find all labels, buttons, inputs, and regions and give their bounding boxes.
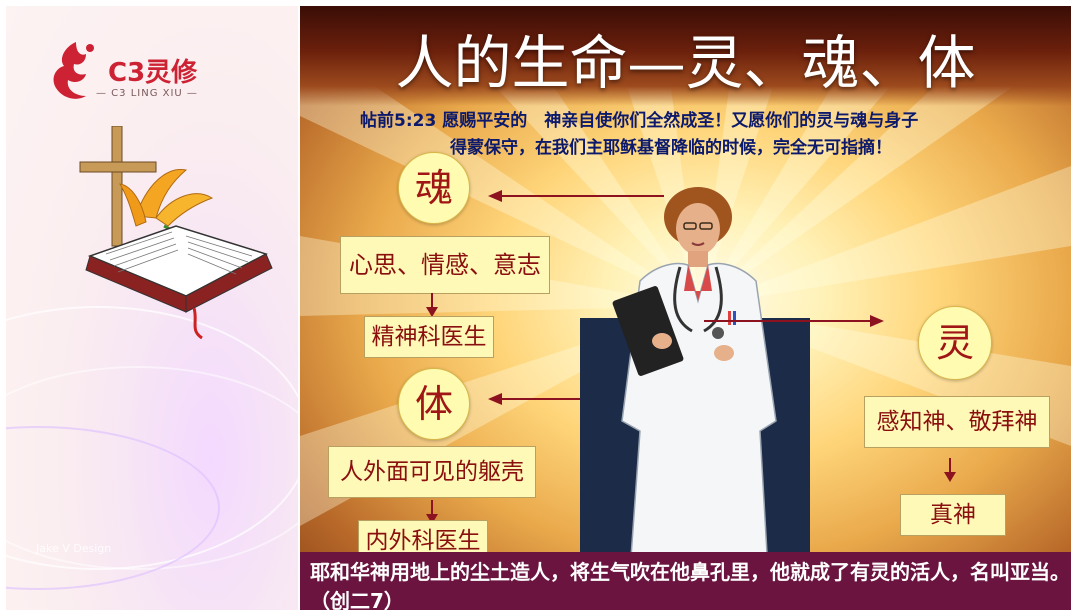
spirit-circle: 灵	[918, 306, 992, 380]
body-description: 人外面可见的躯壳	[328, 446, 536, 498]
body-circle: 体	[398, 368, 470, 440]
logo-subtitle: — C3 LING XIU —	[96, 88, 198, 99]
arrow-down-icon	[944, 458, 956, 482]
soul-circle: 魂	[398, 152, 470, 224]
logo: C3灵修 — C3 LING XIU —	[46, 36, 236, 116]
verse-line-1: 帖前5:23 愿赐平安的 神亲自使你们全然成圣！又愿你们的灵与魂与身子	[360, 111, 919, 131]
bible-with-cross-icon	[79, 126, 273, 340]
slide: 人的生命—灵、魂、体 帖前5:23 愿赐平安的 神亲自使你们全然成圣！又愿你们的…	[300, 6, 1071, 610]
arrow-left-icon	[488, 393, 502, 405]
doctor-figure-icon	[612, 187, 777, 571]
spirit-arrow	[704, 320, 872, 322]
title-bar	[300, 6, 1071, 106]
arrow-right-icon	[870, 315, 884, 327]
soul-arrow	[496, 195, 664, 197]
slide-title: 人的生命—灵、魂、体	[395, 29, 976, 97]
arrow-down-icon	[426, 500, 438, 524]
arrow-down-icon	[426, 293, 438, 317]
sidebar: C3灵修 — C3 LING XIU — Jake V Design	[6, 6, 298, 610]
logo-text: C3灵修	[108, 58, 198, 88]
spirit-description: 感知神、敬拜神	[864, 396, 1050, 448]
soul-description: 心思、情感、意志	[340, 236, 550, 294]
bottom-banner: 耶和华神用地上的尘土造人，将生气吹在他鼻孔里，他就成了有灵的活人，名叫亚当。（创…	[300, 552, 1071, 610]
logo-mark-icon	[53, 42, 94, 99]
body-arrow	[496, 398, 646, 400]
soul-doctor: 精神科医生	[364, 316, 494, 358]
verse-line-2: 得蒙保守，在我们主耶稣基督降临的时候，完全无可指摘！	[450, 138, 892, 158]
bottom-scripture: 耶和华神用地上的尘土造人，将生气吹在他鼻孔里，他就成了有灵的活人，名叫亚当。（创…	[310, 560, 1070, 610]
arrow-left-icon	[488, 190, 502, 202]
spirit-target: 真神	[900, 494, 1006, 536]
watermark: Jake V Design	[36, 542, 112, 555]
